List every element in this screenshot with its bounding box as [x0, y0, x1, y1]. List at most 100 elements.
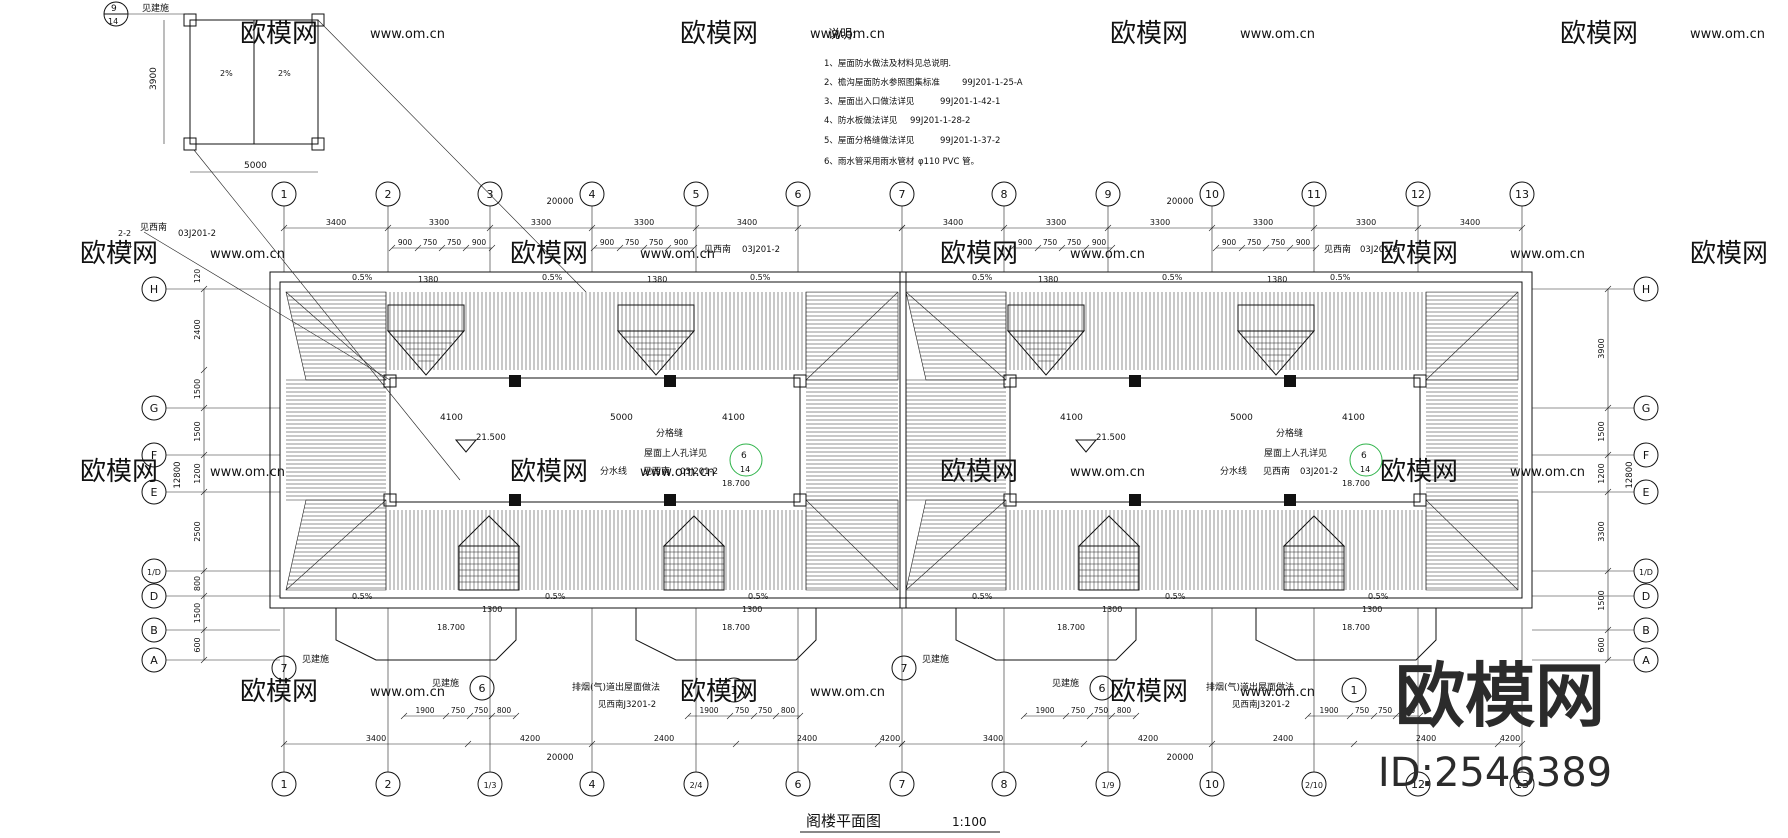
hatch-right-a: [806, 379, 898, 501]
axis-right-7: A: [1633, 647, 1659, 673]
axis-bottom-12-label: 13: [1515, 778, 1529, 791]
slope-right-bot-1: 0.5%: [972, 592, 993, 601]
axis-left-7-label: A: [150, 654, 158, 667]
dim-detail-bottom-a-1: 750: [451, 706, 466, 715]
axis-top-5: 5: [683, 181, 709, 207]
hatch-bottom-a: [385, 510, 807, 590]
axis-right-1: G: [1633, 395, 1659, 421]
tag-7-a: 7: [271, 655, 297, 681]
watermark-brand-10: 欧模网: [510, 457, 588, 487]
dim-top-total-left: 20000: [546, 197, 573, 207]
note-ref-1: 99J201-1-25-A: [962, 78, 1023, 88]
drawing-title-name: 阁楼平面图: [806, 812, 881, 830]
dim-top-right-1: 3300: [1046, 218, 1066, 227]
watermark-url-12: www.om.cn: [1510, 465, 1585, 480]
note-ref-4: 99J201-1-37-2: [940, 136, 1000, 146]
see-west-top-right: 见西南: [1324, 243, 1351, 255]
dim-right-chain-3: 3300: [1597, 521, 1606, 541]
axis-bottom-1-label: 2: [385, 778, 392, 791]
elev-18700-b4: 18.700: [1342, 623, 1370, 632]
dim-detail-top-c-1: 750: [1043, 238, 1058, 247]
axis-left-1: G: [141, 395, 167, 421]
axis-top-5-label: 5: [693, 188, 700, 201]
axis-top-7: 7: [889, 181, 915, 207]
watermark-url-14: www.om.cn: [810, 685, 885, 700]
dim-bottom-left-4: 4200: [880, 734, 900, 743]
watermark-brand-7: 欧模网: [1380, 239, 1458, 269]
column-solid-a-1: [664, 375, 676, 387]
dim-left-chain-5: 800: [193, 576, 202, 591]
chimney-left: 排烟(气)道出屋面做法: [572, 681, 660, 693]
hatch-right-b: [1426, 379, 1518, 501]
slope-left-bot-3: 0.5%: [748, 592, 769, 601]
slope-right-top-2: 0.5%: [1162, 273, 1183, 282]
axis-top-11: 11: [1301, 181, 1327, 207]
dim-bottom-right-1: 4200: [1138, 734, 1158, 743]
watermark-url-7: www.om.cn: [1510, 247, 1585, 262]
axis-bottom-8-label: 1/9: [1102, 781, 1115, 790]
axis-left-4: 1/D: [141, 558, 167, 584]
dim-top-left-1: 3300: [429, 218, 449, 227]
hatch-left-a: [286, 379, 386, 501]
watermark-url-10: www.om.cn: [640, 465, 715, 480]
see-west-right: 见西南: [1263, 465, 1290, 477]
watermark-url-15: www.om.cn: [1240, 685, 1315, 700]
axis-right-7-label: A: [1642, 654, 1650, 667]
axis-right-2: F: [1633, 442, 1659, 468]
dim-bottom-total-right: 20000: [1166, 753, 1193, 763]
elev-18700-left: 18.700: [722, 479, 750, 488]
dim-1380-left-1: 1380: [418, 275, 438, 284]
balcony-b-0: [955, 608, 1137, 661]
detail-ref-label: 见建施: [142, 2, 169, 14]
note-line-5: 5、屋面分格缝做法详见: [824, 135, 915, 146]
axis-top-9: 9: [1095, 181, 1121, 207]
dim-detail-top-d-1: 750: [1247, 238, 1262, 247]
axis-top-6-label: 6: [795, 188, 802, 201]
dim-top-right-2: 3300: [1150, 218, 1170, 227]
axis-left-3-label: E: [151, 486, 158, 499]
axis-left-6-label: B: [150, 624, 158, 637]
detail-dim-bottom: 5000: [244, 161, 267, 171]
annotations-right: 4100 5000 4100 21.500 分格缝 屋面上人孔详见 分水线 见西…: [922, 243, 1398, 710]
side-ref-a: 2-2: [118, 229, 131, 238]
joint-left: 分格缝: [656, 427, 683, 439]
axis-right-2-label: F: [1643, 449, 1649, 462]
tag-7-a-label: 7: [281, 662, 288, 675]
axis-top-1: 1: [271, 181, 297, 207]
axis-right-3: E: [1633, 479, 1659, 505]
dim-detail-top-a-1: 750: [423, 238, 438, 247]
tag-bottom-a2-label: 1: [731, 684, 738, 697]
dormer-top-2-a: [616, 304, 696, 376]
detail-ref-sheet: 14: [108, 17, 118, 26]
ref-code-left: 03J201-2: [680, 467, 718, 477]
dormer-top-1-b: [1006, 304, 1086, 376]
column-solid-b-2: [1129, 494, 1141, 506]
axis-left-0: H: [141, 276, 167, 302]
dim-right-chain-2: 1200: [1597, 463, 1606, 483]
span-4100-left-a: 4100: [440, 413, 463, 423]
notes-heading: 说明:: [828, 26, 856, 41]
note-line-1: 1、屋面防水做法及材料见总说明.: [824, 58, 951, 69]
dim-detail-top-a-2: 750: [447, 238, 462, 247]
dim-left-chain-0: 2400: [193, 319, 202, 339]
tag-bottom-b2-label: 1: [1351, 684, 1358, 697]
axis-top-10: 10: [1199, 181, 1225, 207]
tag-bottom-a2: 1: [721, 677, 747, 703]
column-b-0: [1003, 374, 1017, 388]
dim-top-total-right: 20000: [1166, 197, 1193, 207]
axis-bottom-1: 2: [375, 771, 401, 797]
elev-21500-left: 21.500: [476, 433, 506, 443]
detail-dim-side: 3900: [149, 67, 159, 90]
dim-top-left-3: 3300: [634, 218, 654, 227]
dim-bottom-total-left: 20000: [546, 753, 573, 763]
axis-top-1-label: 1: [281, 188, 288, 201]
dim-detail-bottom-c-0: 1900: [1035, 706, 1054, 715]
dim-detail-bottom-c-2: 750: [1094, 706, 1109, 715]
